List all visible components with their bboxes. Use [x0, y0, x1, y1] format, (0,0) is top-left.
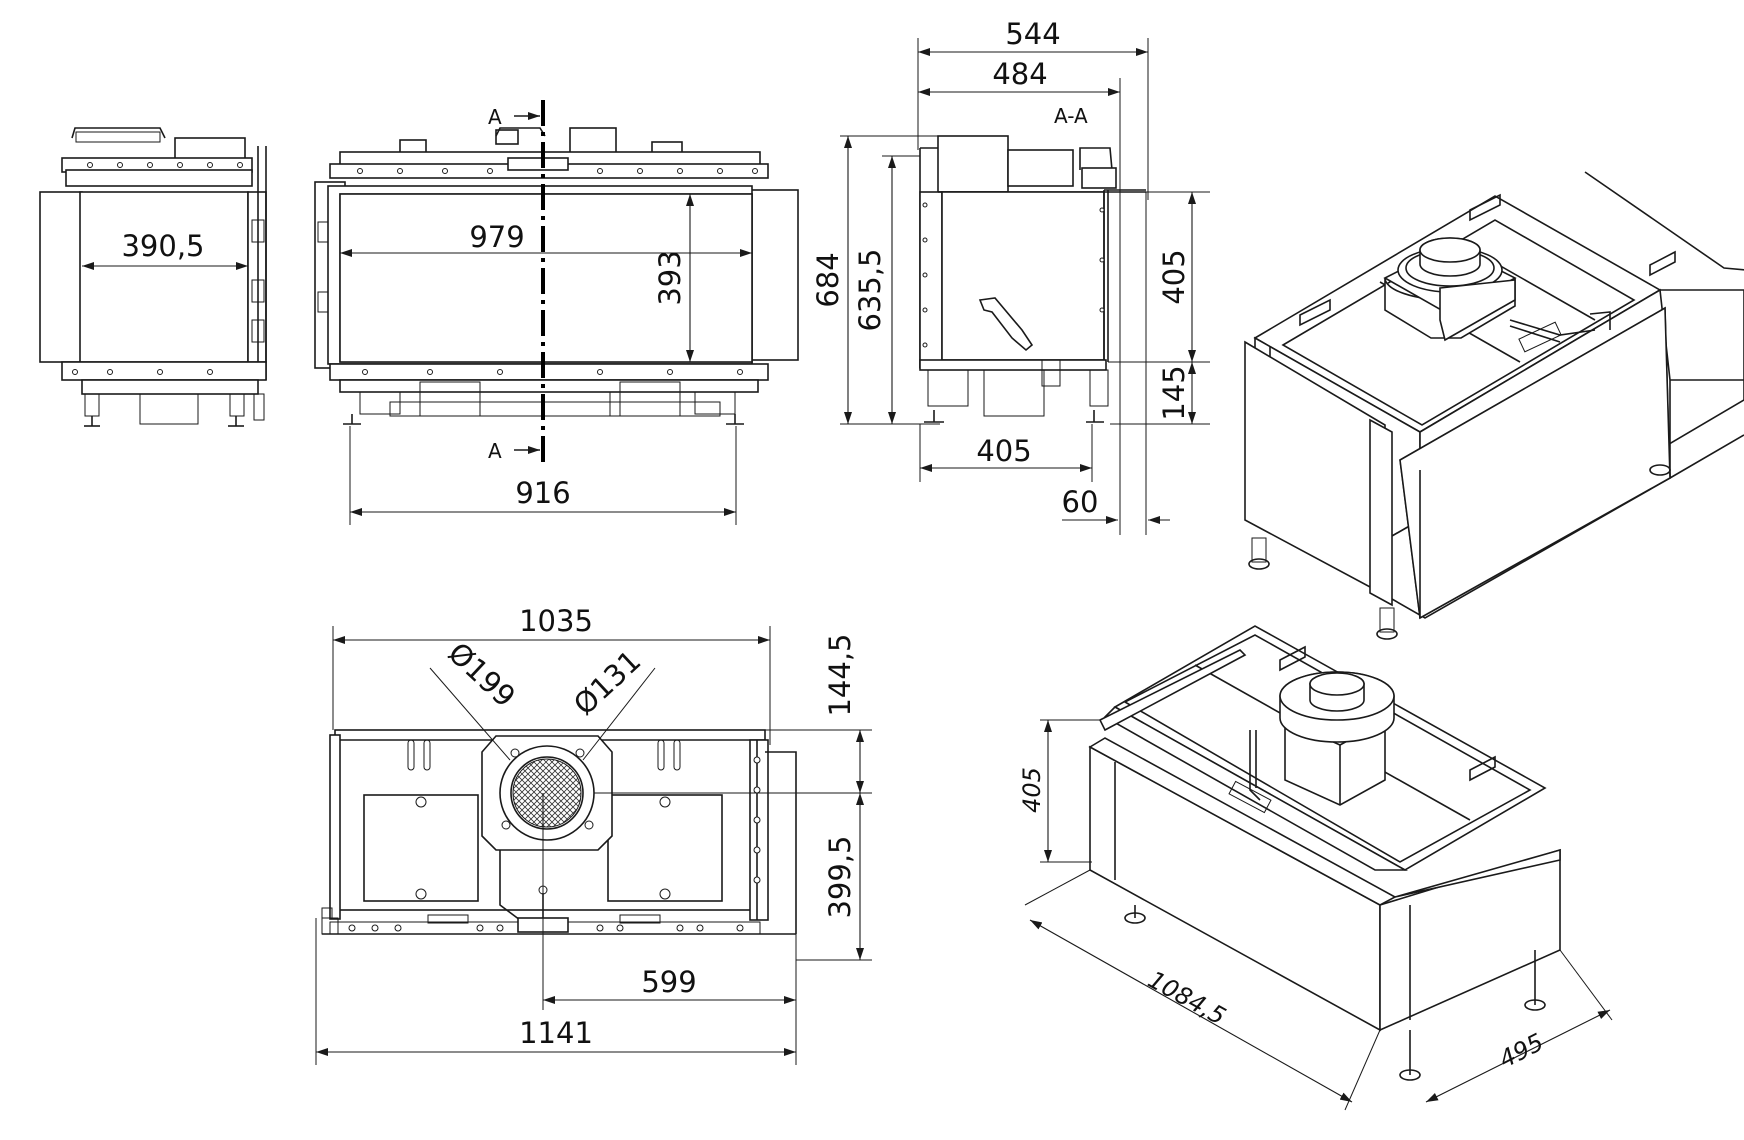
dim-flue-inner: Ø131	[567, 644, 647, 722]
dim-side-total-depth: 544	[1005, 17, 1060, 51]
dim-glass-height: 405	[1157, 249, 1191, 304]
dim-side-depth: 484	[992, 57, 1047, 91]
dim-side-base: 405	[976, 434, 1031, 468]
dim-front-width: 979	[469, 220, 524, 254]
isometric-view-back	[1244, 171, 1744, 640]
dim-iso-length: 1084,5	[1143, 965, 1230, 1030]
dim-flue-y-rest: 399,5	[823, 835, 857, 918]
dim-side-offset: 60	[1062, 485, 1099, 519]
dim-iso-depth: 495	[1495, 1028, 1549, 1074]
dim-flue-x: 599	[641, 965, 696, 999]
front-view: A A 979 393 916	[314, 100, 799, 525]
dim-flue-outer: Ø199	[442, 636, 522, 714]
dim-iso-height: 405	[1018, 767, 1046, 813]
section-label-bottom: A	[488, 439, 502, 463]
dim-base-width: 916	[515, 476, 570, 510]
section-aa-label: A-A	[1054, 104, 1088, 128]
left-side-view: 390,5	[39, 127, 267, 427]
section-label-top: A	[488, 105, 502, 129]
section-aa-view: A-A 544 484	[811, 17, 1210, 535]
top-view: 1035 Ø199 Ø131 144,5 399,5 599 1141	[315, 604, 872, 1065]
dim-flue-y: 144,5	[823, 633, 857, 716]
dim-side-height: 635,5	[853, 248, 887, 331]
dim-bottom-height: 145	[1157, 365, 1191, 420]
isometric-view-front: 405 1084,5 495	[1018, 625, 1613, 1111]
dim-side-total-height: 684	[811, 252, 845, 307]
dim-front-height: 393	[653, 250, 687, 305]
dim-overall-width: 1141	[519, 1016, 593, 1050]
dim-left-width: 390,5	[121, 229, 204, 263]
dim-top-width: 1035	[519, 604, 593, 638]
